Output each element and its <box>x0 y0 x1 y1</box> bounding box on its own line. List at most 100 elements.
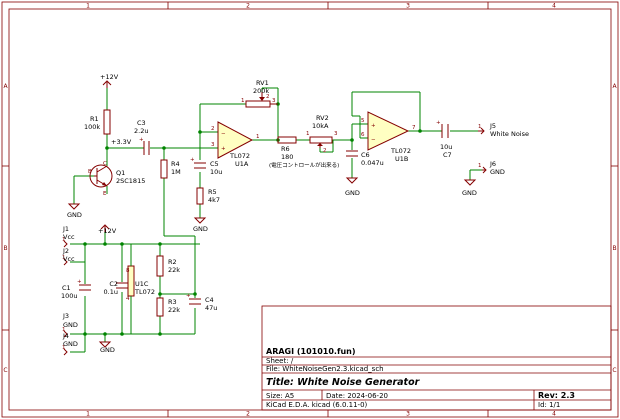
svg-text:R1: R1 <box>90 115 99 123</box>
svg-text:8: 8 <box>126 268 130 274</box>
svg-text:C3: C3 <box>137 119 146 127</box>
connector-j3[interactable]: 1 J3 GND <box>62 312 78 338</box>
tb-rev: Rev: 2.3 <box>538 391 575 400</box>
svg-text:100u: 100u <box>61 292 78 300</box>
svg-text:C4: C4 <box>205 296 214 304</box>
row-label-c-right: C <box>612 367 616 374</box>
svg-text:RV1: RV1 <box>256 79 269 87</box>
connector-j2[interactable]: 1 J2 Vcc <box>62 247 75 266</box>
svg-text:Vcc: Vcc <box>63 233 75 241</box>
tb-tool: KiCad E.D.A. kicad (6.0.11-0) <box>266 401 368 409</box>
svg-text:1: 1 <box>478 163 482 169</box>
connector-j1[interactable]: 1 J1 Vcc <box>62 225 75 248</box>
gnd-symbol-r5: GND <box>193 217 208 233</box>
svg-text:180: 180 <box>281 153 293 161</box>
svg-text:TL072: TL072 <box>390 147 411 155</box>
resistor-r4[interactable]: R4 1M <box>160 159 181 179</box>
svg-text:C6: C6 <box>361 151 370 159</box>
svg-text:1: 1 <box>478 124 482 130</box>
svg-text:−: − <box>371 137 376 143</box>
row-label-a: A <box>3 83 8 90</box>
svg-text:1: 1 <box>306 131 310 137</box>
resistor-r5[interactable]: R5 4k7 <box>196 187 220 205</box>
power-label-vcc-top: +12V <box>100 73 119 81</box>
svg-text:1M: 1M <box>171 168 181 176</box>
svg-text:1: 1 <box>256 134 260 140</box>
capacitor-c7[interactable]: + 10u C7 <box>436 120 452 159</box>
tb-title: Title: White Noise Generator <box>266 377 421 388</box>
potentiometer-rv2[interactable]: RV2 10kA 1 2 3 <box>306 114 338 154</box>
svg-text:47u: 47u <box>205 304 217 312</box>
power-vcc-top: +12V <box>100 73 119 88</box>
gnd-symbol-c6: GND <box>345 177 360 197</box>
svg-text:1: 1 <box>62 255 66 261</box>
opamp-u1b[interactable]: + − 5 6 7 TL072 U1B <box>361 111 416 163</box>
svg-text:J5: J5 <box>489 122 496 130</box>
transistor-q1[interactable]: Q1 2SC1815 C B E <box>88 161 145 197</box>
opamp-u1a[interactable]: − + 2 3 1 TL072 U1A <box>211 121 260 168</box>
svg-text:100k: 100k <box>84 123 100 131</box>
svg-text:4k7: 4k7 <box>208 196 220 204</box>
svg-text:E: E <box>103 191 107 197</box>
svg-text:22k: 22k <box>168 306 180 314</box>
power-label-vcc-bottom: +12V <box>98 227 117 235</box>
svg-text:J1: J1 <box>62 225 69 233</box>
svg-text:2: 2 <box>323 148 327 154</box>
col-label-2-bottom: 2 <box>246 411 250 418</box>
title-block: ARAGI (101010.fun) Sheet: / File: WhiteN… <box>261 305 612 411</box>
capacitor-c4[interactable]: + C4 47u <box>186 293 217 312</box>
svg-text:+: + <box>436 120 441 126</box>
tb-company: ARAGI (101010.fun) <box>266 347 356 356</box>
capacitor-c1[interactable]: + C1 100u <box>61 279 91 300</box>
connector-j4[interactable]: 1 J4 GND <box>62 332 78 356</box>
svg-text:GND: GND <box>490 168 505 176</box>
svg-text:7: 7 <box>412 125 416 131</box>
wires <box>70 87 482 353</box>
svg-text:GND: GND <box>193 225 208 233</box>
capacitor-c5[interactable]: + C5 10u <box>190 157 222 176</box>
svg-text:R6: R6 <box>281 145 290 153</box>
col-label-1: 1 <box>86 3 90 10</box>
svg-text:5: 5 <box>361 118 365 124</box>
svg-text:C7: C7 <box>443 151 452 159</box>
resistor-r3[interactable]: R3 22k <box>156 297 180 317</box>
connector-j5[interactable]: 1 J5 White Noise <box>478 122 529 138</box>
capacitor-c6[interactable]: C6 0.047u <box>346 150 384 167</box>
svg-text:200k: 200k <box>253 87 269 95</box>
svg-text:2SC1815: 2SC1815 <box>116 177 145 185</box>
svg-text:3: 3 <box>211 142 215 148</box>
resistor-r2[interactable]: R2 22k <box>156 255 180 277</box>
tb-id: Id: 1/1 <box>538 401 560 409</box>
svg-text:0.1u: 0.1u <box>104 288 118 296</box>
svg-text:10u: 10u <box>440 143 452 151</box>
svg-text:GND: GND <box>63 340 78 348</box>
resistor-r1[interactable]: R1 100k <box>84 109 111 135</box>
svg-text:0.047u: 0.047u <box>361 159 384 167</box>
col-label-2: 2 <box>246 3 250 10</box>
row-label-c: C <box>3 367 7 374</box>
svg-text:10kA: 10kA <box>312 122 329 130</box>
opamp-power-u1c[interactable]: U1C TL072 8 4 <box>126 244 155 334</box>
resistor-r6[interactable]: R6 180 <box>277 136 297 161</box>
svg-text:1: 1 <box>62 237 66 243</box>
svg-text:+: + <box>371 123 376 129</box>
col-label-3: 3 <box>406 3 410 10</box>
svg-text:R2: R2 <box>168 258 177 266</box>
connector-j6[interactable]: 1 J6 GND <box>478 160 505 176</box>
svg-text:2: 2 <box>211 126 215 132</box>
svg-text:Vcc: Vcc <box>63 255 75 263</box>
row-label-b-right: B <box>612 245 616 252</box>
svg-text:4: 4 <box>126 296 130 302</box>
svg-text:22k: 22k <box>168 266 180 274</box>
capacitor-c2[interactable]: C2 0.1u <box>104 280 128 296</box>
capacitor-c3[interactable]: + C3 2.2u <box>134 119 150 155</box>
svg-text:GND: GND <box>67 211 82 219</box>
potentiometer-rv1[interactable]: RV1 200k 1 2 3 <box>241 79 278 108</box>
svg-text:U1B: U1B <box>395 155 408 163</box>
svg-text:J4: J4 <box>62 332 69 340</box>
rv2-note: (電圧コントロールが出来る) <box>269 161 339 169</box>
col-label-3-bottom: 3 <box>406 411 410 418</box>
svg-text:J2: J2 <box>62 247 69 255</box>
tb-date: Date: 2024-06-20 <box>326 392 388 400</box>
svg-text:TL072: TL072 <box>229 152 250 160</box>
